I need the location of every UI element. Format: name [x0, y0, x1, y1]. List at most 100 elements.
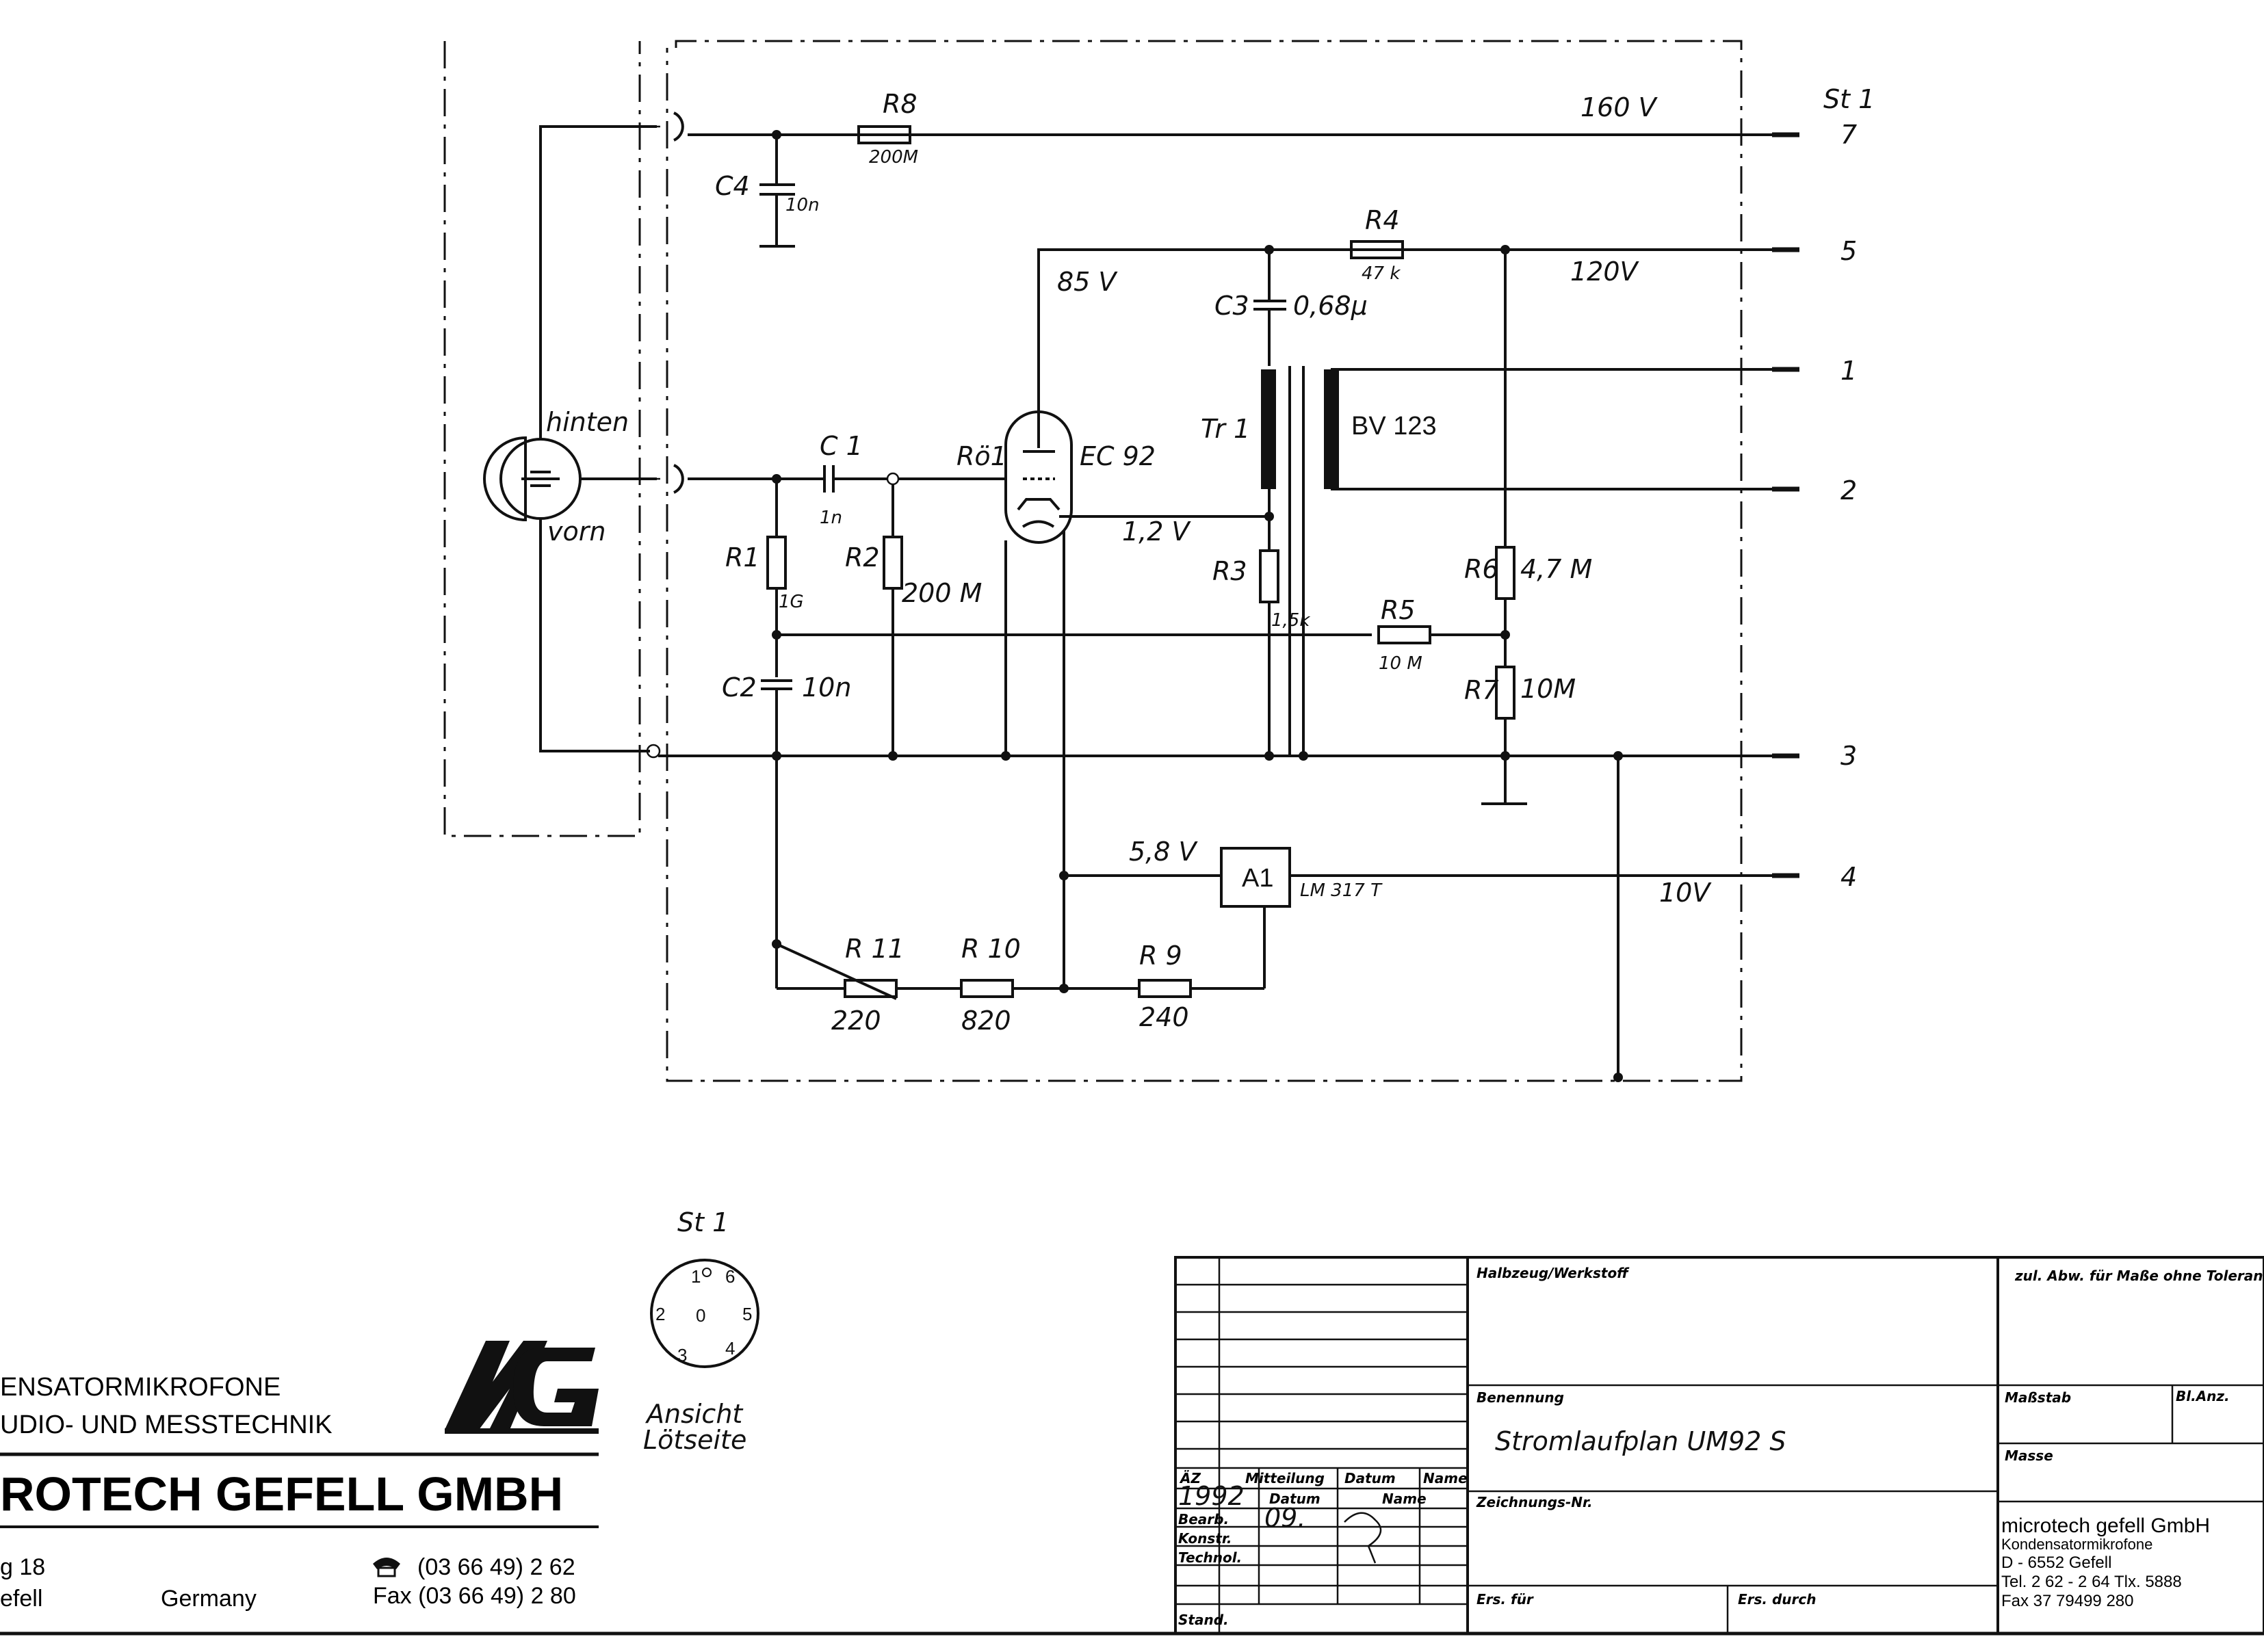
tb-title: Stromlaufplan UM92 S [1495, 1426, 1786, 1456]
tb-massstab: Maßstab [2005, 1389, 2071, 1406]
tb-datum2: Datum [1269, 1491, 1320, 1507]
wire-anode [1037, 248, 1772, 448]
label-r7: R7 [1464, 675, 1499, 705]
label-r5: R5 [1381, 595, 1416, 625]
tb-bearb: Bearb. [1178, 1511, 1229, 1528]
connector-caption-side: Lötseite [643, 1425, 746, 1455]
company-line2: UDIO- UND MESSTECHNIK [0, 1411, 333, 1439]
company-city: efell [0, 1586, 42, 1612]
tube-ec92 [1004, 410, 1073, 544]
label-r6: R6 [1464, 554, 1499, 584]
company-fax: Fax (03 66 49) 2 80 [373, 1583, 576, 1609]
connector-caption-view: Ansicht [645, 1399, 744, 1429]
tb-technol: Technol. [1178, 1549, 1242, 1566]
terminal-5-label: 5 [1840, 236, 1857, 266]
pin-2: 2 [655, 1304, 665, 1324]
pin-5: 5 [742, 1304, 752, 1324]
tb-co-name: microtech gefell GmbH [2001, 1515, 2210, 1537]
terminal-3-label: 3 [1840, 741, 1857, 771]
label-vorn: vorn [547, 516, 606, 547]
value-r8: 200M [869, 147, 918, 168]
ground-terminal [646, 744, 661, 759]
value-r7: 10M [1520, 674, 1576, 704]
label-lm317t: LM 317 T [1300, 880, 1383, 901]
label-hinten: hinten [546, 407, 629, 437]
value-c3: 0,68µ [1293, 291, 1368, 321]
resistor-r5 [1377, 625, 1431, 644]
label-r3: R3 [1212, 556, 1247, 586]
value-r2: 200 M [902, 578, 982, 608]
tb-co-l2: Kondensatormikrofone [2001, 1536, 2152, 1553]
label-ec92: EC 92 [1080, 441, 1156, 471]
label-r4: R4 [1365, 205, 1400, 235]
voltage-160v: 160 V [1580, 92, 1658, 122]
voltage-10v: 10V [1659, 878, 1712, 908]
label-bv123: BV 123 [1351, 412, 1437, 441]
tb-halbzeug: Halbzeug/Werkstoff [1476, 1265, 1630, 1281]
terminal-1-label: 1 [1840, 356, 1857, 386]
value-c4: 10n [785, 195, 820, 215]
feedthrough-top [673, 112, 684, 142]
label-c4: C4 [715, 171, 750, 201]
tb-co-l4: Tel. 2 62 - 2 64 Tlx. 5888 [2001, 1573, 2182, 1591]
value-r9: 240 [1139, 1002, 1189, 1032]
tb-blatt: Bl.Anz. [2176, 1388, 2230, 1404]
tb-konstr: Konstr. [1178, 1530, 1232, 1547]
tb-masse: Masse [2005, 1447, 2053, 1464]
value-r6: 4,7 M [1520, 554, 1592, 584]
tb-az: ÄZ [1179, 1470, 1201, 1486]
company-country: Germany [161, 1586, 257, 1612]
label-r8: R8 [883, 89, 918, 119]
label-r1: R1 [725, 542, 760, 573]
pin-center: 0 [696, 1305, 705, 1326]
voltage-85v: 85 V [1057, 267, 1118, 297]
tb-ers-fuer: Ers. für [1476, 1591, 1534, 1608]
company-phone: (03 66 49) 2 62 [417, 1554, 575, 1580]
tb-name: Name [1423, 1470, 1468, 1486]
value-r3: 1,5k [1271, 610, 1310, 631]
tb-ers-durch: Ers. durch [1738, 1591, 1817, 1608]
mic-capsule-shield-outline [443, 41, 641, 837]
tb-zul: zul. Abw. für Maße ohne Toleranzang. [2014, 1268, 2264, 1284]
resistor-r6 [1495, 546, 1515, 600]
tb-zeichnungsnr: Zeichnungs-Nr. [1476, 1494, 1593, 1510]
tb-mitteilung: Mitteilung [1245, 1470, 1325, 1486]
voltage-1-2v: 1,2 V [1122, 516, 1192, 547]
terminal-stubs [1772, 132, 1799, 878]
connector-st1: St 1 1 2 3 4 5 6 0 Ansicht Lötseite [643, 1207, 759, 1455]
voltage-120v: 120V [1570, 257, 1640, 287]
tb-name2: Name [1382, 1491, 1427, 1507]
company-street: g 18 [0, 1554, 45, 1580]
connector-title: St 1 [677, 1207, 729, 1237]
label-a1: A1 [1242, 864, 1273, 893]
pin-1: 1 [691, 1266, 701, 1287]
label-st1: St 1 [1823, 84, 1875, 114]
value-r1: 1G [779, 592, 804, 612]
label-c3: C3 [1214, 291, 1249, 321]
tb-co-l3: D - 6552 Gefell [2001, 1553, 2111, 1572]
company-name: ROTECH GEFELL GMBH [0, 1467, 563, 1521]
tb-bearb-datum: 09. [1264, 1503, 1305, 1533]
terminal-7-label: 7 [1840, 120, 1857, 150]
value-c2: 10n [802, 672, 851, 703]
feedthrough-mid [673, 464, 684, 494]
resistor-r8 [857, 125, 911, 144]
tb-datum: Datum [1344, 1470, 1396, 1486]
label-r2: R2 [845, 542, 880, 573]
voltage-5-8v: 5,8 V [1129, 837, 1199, 867]
value-c1: 1n [820, 508, 842, 528]
value-r10: 820 [961, 1006, 1011, 1036]
tb-year: 1992 [1178, 1481, 1245, 1511]
value-r5: 10 M [1379, 653, 1422, 674]
resistor-r7 [1495, 666, 1515, 720]
tb-stand: Stand. [1178, 1612, 1229, 1628]
transformer-tr1 [1261, 366, 1339, 756]
label-r10: R 10 [961, 934, 1021, 964]
tb-benennung: Benennung [1476, 1389, 1564, 1406]
pin-3: 3 [677, 1345, 687, 1365]
terminal-4-label: 4 [1840, 862, 1857, 892]
label-roe1: Rö1 [957, 441, 1007, 471]
wire-capsule-back [539, 125, 657, 439]
resistor-r1 [766, 536, 787, 590]
